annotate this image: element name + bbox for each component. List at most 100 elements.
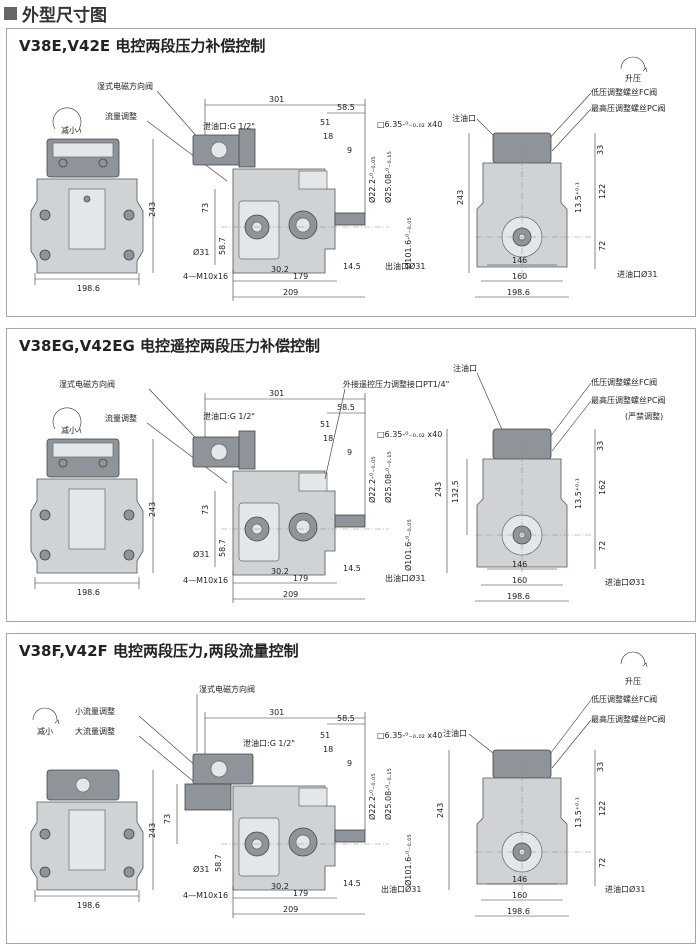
front-dim-73: 73 (163, 814, 172, 824)
rear-w146: 146 (512, 875, 527, 884)
front-phi31: Ø31 (193, 549, 209, 559)
side-view: 减小 198.6 243 (30, 107, 157, 293)
front-remote-label: 外接遥控压力调整接口PT1/4" (343, 379, 449, 389)
front-dim-585: 58.5 (337, 714, 355, 723)
technical-drawing: 减小 198.6 243 湿式电磁方向阀 流量调整 (30, 56, 665, 301)
rear-w146: 146 (512, 560, 527, 569)
front-dim-179: 179 (293, 574, 308, 583)
front-label-flow: 流量调整 (105, 413, 137, 423)
page-title: 外型尺寸图 (22, 5, 107, 26)
side-dir-label: 减小 (61, 125, 77, 135)
side-height-dim: 243 (148, 202, 157, 217)
rear-inject-label: 注油口 (453, 363, 477, 373)
front-label-bigflow: 大流量调整 (75, 726, 115, 736)
side-width-dim: 198.6 (77, 588, 100, 597)
rear-w160: 160 (512, 272, 527, 281)
front-dim-302: 30.2 (271, 265, 289, 274)
front-bolt-label: 4—M10x16 (183, 576, 228, 585)
front-label-valve: 湿式电磁方向阀 (59, 379, 115, 389)
front-dim-585: 58.5 (337, 403, 355, 412)
drawing-panel-v38e: V38E,V42E 电控两段压力补偿控制 减小 198.6 243 (6, 28, 696, 317)
front-bolt-label: 4—M10x16 (183, 272, 228, 281)
rear-d33: 33 (596, 762, 605, 772)
side-view: 减小 198.6 243 (30, 707, 157, 910)
front-dim-179: 179 (293, 889, 308, 898)
rear-w1986: 198.6 (507, 907, 530, 916)
front-phi25: Ø25.08-⁰₋₀.₁₅ (383, 768, 393, 820)
rear-inject-label: 注油口 (443, 728, 467, 738)
front-dim-18: 18 (323, 745, 333, 754)
side-height-dim: 243 (148, 823, 157, 838)
front-dim-302: 30.2 (271, 567, 289, 576)
rear-inject-label: 注油口 (452, 113, 476, 123)
rear-w1986: 198.6 (507, 288, 530, 297)
front-dim-587: 58.7 (218, 237, 227, 255)
front-dim-51: 51 (320, 420, 330, 429)
rear-h243: 243 (436, 803, 445, 818)
panel-title: V38E,V42E 电控两段压力补偿控制 (19, 37, 266, 55)
rear-low-label: 低压调整螺丝FC阀 (591, 377, 657, 387)
rear-outlet-label: 出油口Ø31 (385, 573, 425, 583)
front-dim-179: 179 (293, 272, 308, 281)
front-dim-9: 9 (347, 759, 352, 768)
side-dir-label: 减小 (37, 726, 53, 736)
rear-outlet-label: 出油口Ø31 (381, 884, 421, 894)
rear-inlet-label: 进油口Ø31 (605, 577, 645, 587)
front-phi22: Ø22.2-⁰₋₀.₀₅ (367, 773, 377, 820)
rear-inlet-label: 进油口Ø31 (617, 269, 657, 279)
front-dim-145: 14.5 (343, 564, 361, 573)
front-view: 湿式电磁方向阀 流量调整 301 58.5 51 18 9 泄油 (59, 379, 449, 603)
rear-d122: 122 (598, 184, 607, 199)
rear-w146: 146 (512, 256, 527, 265)
side-view: 减小 198.6 243 (30, 407, 157, 597)
front-dim-209: 209 (283, 905, 298, 914)
page-header: 外型尺寸图 (4, 2, 107, 26)
front-drain-label: 泄油口:G 1/2" (203, 411, 255, 421)
front-view: 湿式电磁方向阀 流量调整 301 58.5 51 18 9 泄油 (97, 81, 442, 301)
rear-high-label: 最高压调整螺丝PC阀 (591, 103, 665, 113)
side-width-dim: 198.6 (77, 901, 100, 910)
rear-high-label: 最高压调整螺丝PC阀 (591, 395, 665, 405)
rear-low-label: 低压调整螺丝FC阀 (591, 87, 657, 97)
front-dim-9: 9 (347, 146, 352, 155)
drawing-panel-v38f: V38F,V42F 电控两段压力,两段流量控制 减小 198.6 243 湿式电… (6, 633, 696, 944)
rear-dir-label: 升压 (625, 677, 641, 686)
header-square-icon (4, 6, 17, 20)
front-phi101: Ø101.6-⁰₋₀.₀₅ (403, 519, 413, 571)
front-dim-18: 18 (323, 132, 333, 141)
rear-d72: 72 (598, 541, 607, 551)
front-dim-301: 301 (269, 389, 284, 398)
rear-view: 升压 注油口 低压调整螺丝FC阀 最高压调整螺丝PC阀 243 33 122 1… (381, 651, 665, 917)
front-dim-587: 58.7 (218, 539, 227, 557)
rear-inlet-label: 进油口Ø31 (605, 884, 645, 894)
front-phi22: Ø22.2-⁰₋₀.₀₅ (367, 456, 377, 503)
rear-low-label: 低压调整螺丝FC阀 (591, 694, 657, 704)
rear-d135: 13.5⁺⁰·¹ (574, 797, 583, 828)
front-bolt-label: 4—M10x16 (183, 891, 228, 900)
rear-h243: 243 (434, 482, 443, 497)
rear-d135: 13.5⁺⁰·¹ (574, 478, 583, 509)
front-key-dim: □6.35-⁰₋₀.₀₂ x40 (377, 430, 442, 439)
front-phi31: Ø31 (193, 247, 209, 257)
front-phi22: Ø22.2-⁰₋₀.₀₅ (367, 156, 377, 203)
rear-d33: 33 (596, 145, 605, 155)
front-dim-209: 209 (283, 590, 298, 599)
rear-high-label: 最高压调整螺丝PC阀 (591, 714, 665, 724)
front-dim-302: 30.2 (271, 882, 289, 891)
front-label-smallflow: 小流量调整 (75, 706, 115, 716)
front-dim-51: 51 (320, 731, 330, 740)
front-label-flow: 流量调整 (105, 111, 137, 121)
front-label-valve: 湿式电磁方向阀 (97, 81, 153, 91)
rear-outlet-label: 出油口Ø31 (385, 261, 425, 271)
rear-view: 升压 注油口 低压调整螺丝FC阀 最高压调整螺丝PC阀 243 33 122 1… (385, 56, 665, 298)
side-height-dim: 243 (148, 502, 157, 517)
front-key-dim: □6.35-⁰₋₀.₀₂ x40 (377, 731, 442, 740)
rear-w160: 160 (512, 891, 527, 900)
side-width-dim: 198.6 (77, 284, 100, 293)
front-dim-73: 73 (201, 203, 210, 213)
rear-d135: 13.5⁺⁰·¹ (574, 182, 583, 213)
front-phi25: Ø25.08-⁰₋₀.₁₅ (383, 451, 393, 503)
front-dim-9: 9 (347, 448, 352, 457)
panel-title: V38EG,V42EG 电控遥控两段压力补偿控制 (19, 337, 321, 355)
rear-d33: 33 (596, 441, 605, 451)
